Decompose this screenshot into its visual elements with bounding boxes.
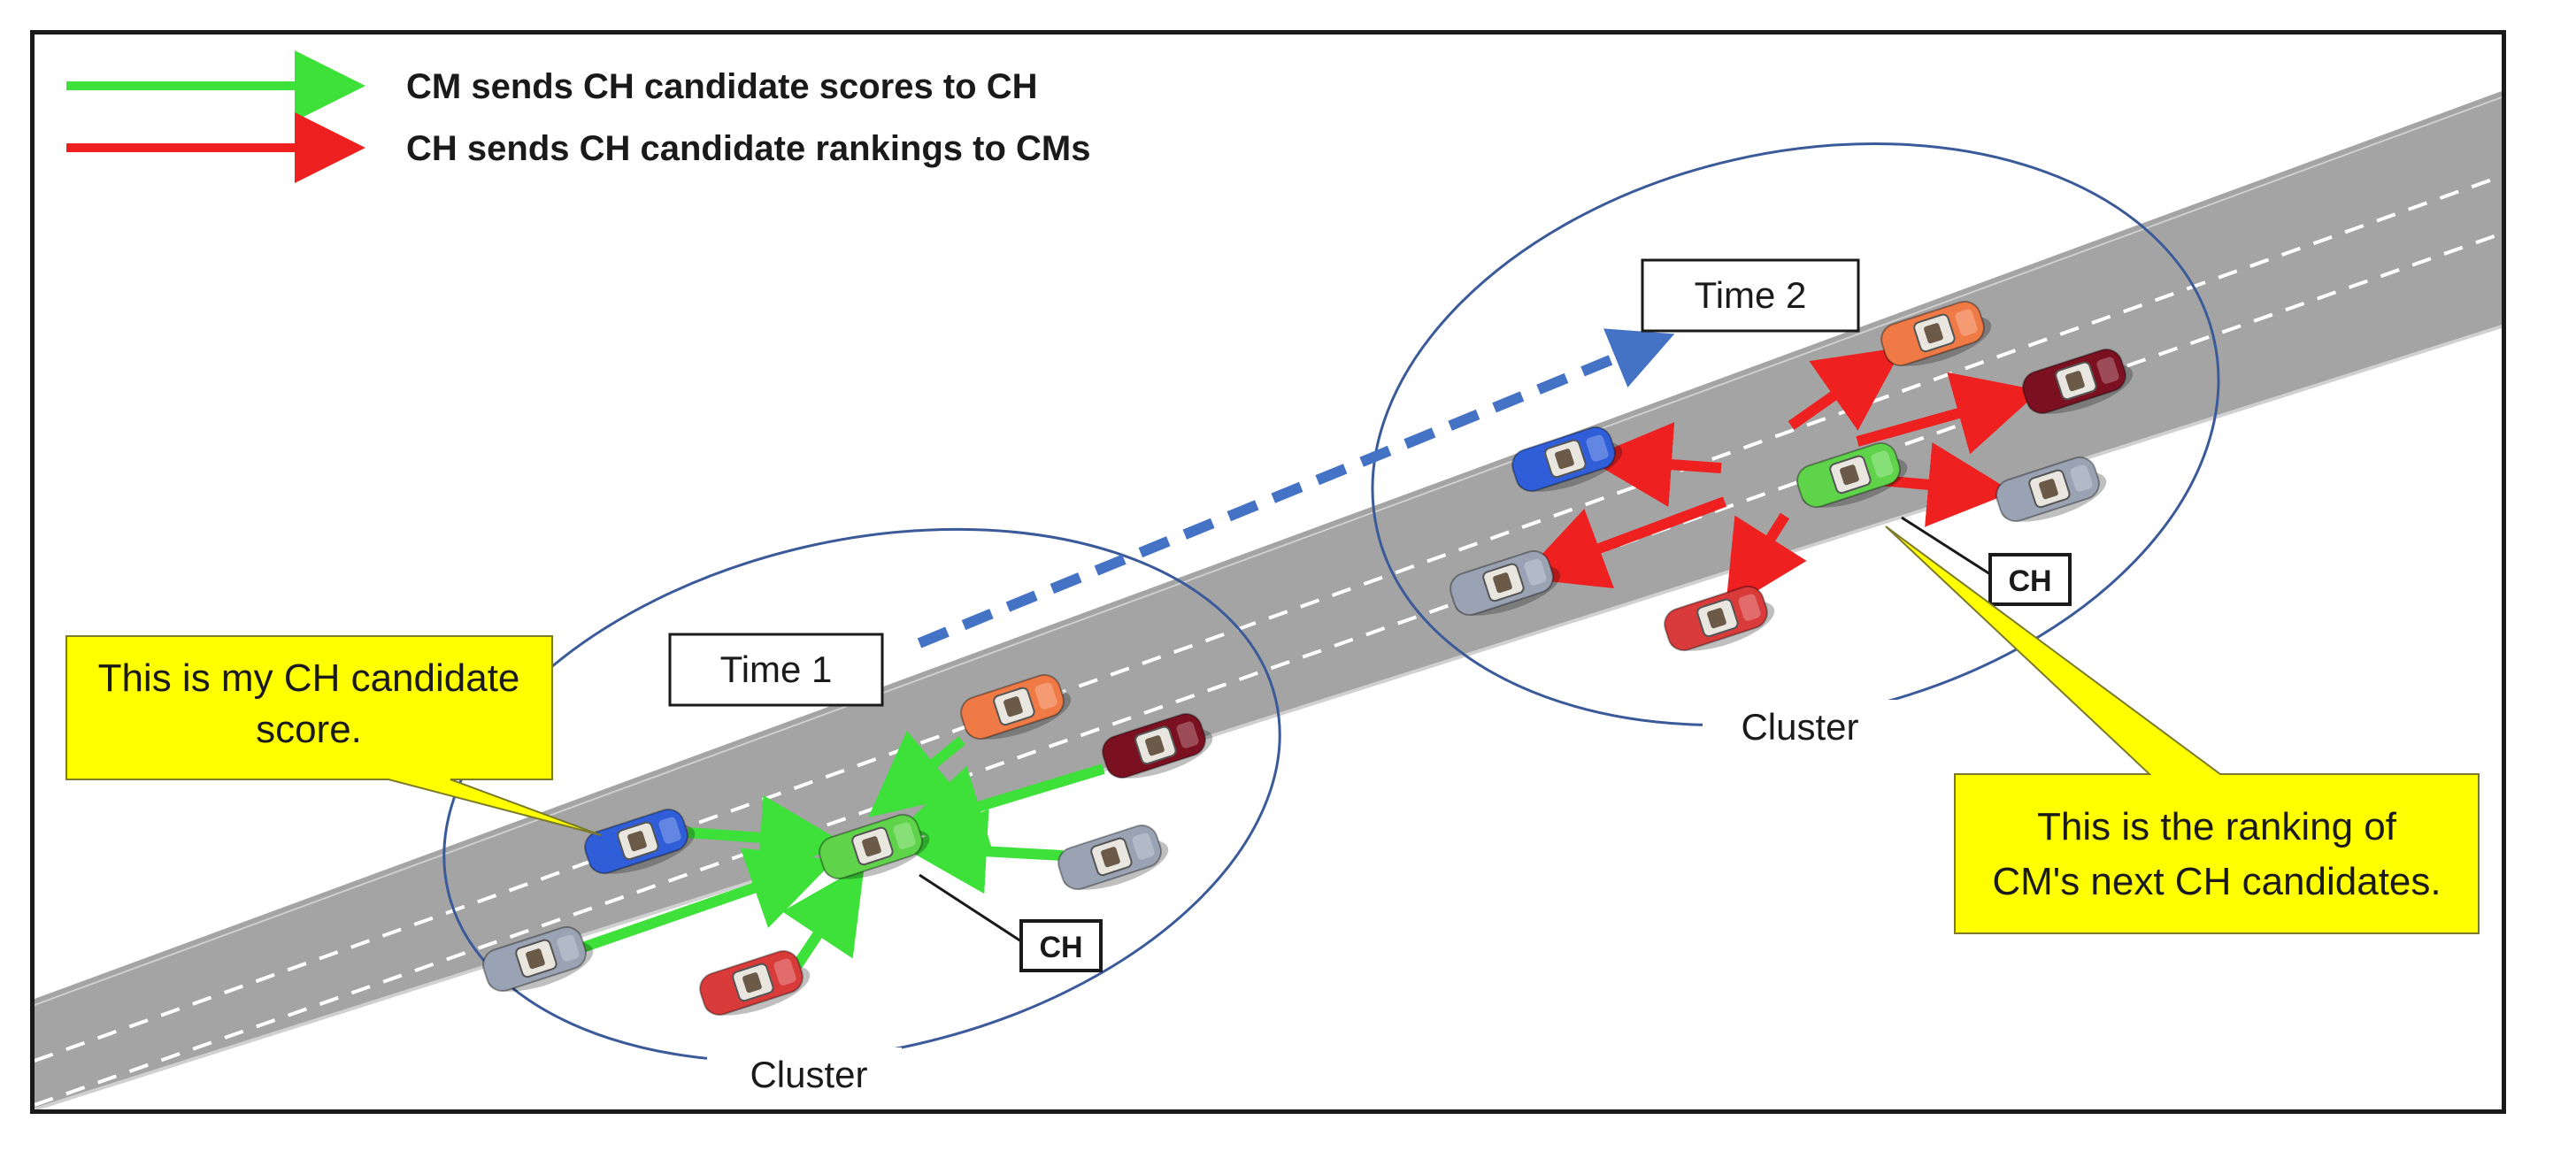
score-arrow-gray-car (565, 848, 835, 958)
car-maroon-t2-icon (2022, 348, 2134, 415)
cluster-label-gap-1 (707, 1047, 902, 1101)
car-silver-t1-icon (1057, 824, 1169, 891)
time1-box: Time 1 (668, 633, 884, 707)
ch1-pointer (919, 873, 1022, 943)
score-arrow-silver-car (902, 809, 1064, 894)
car-blue-t2-icon (1511, 426, 1623, 493)
road-surface (35, 91, 2502, 1109)
ch1-label: CH (1039, 931, 1082, 964)
callout-right-line2: CM's next CH candidates. (1992, 860, 2441, 903)
cluster-ellipse-time1 (442, 527, 1281, 1063)
ch1-box: CH (1019, 919, 1103, 972)
time2-box: Time 2 (1641, 258, 1860, 333)
callout-left-line1: This is my CH candidate (98, 656, 520, 700)
callout-right-line1: This is the ranking of (2037, 805, 2397, 848)
time1-label: Time 1 (720, 648, 833, 690)
time2-label: Time 2 (1695, 274, 1807, 316)
ranking-arrow-orange-car (1788, 347, 1903, 431)
time2-frame (1641, 258, 1860, 333)
car-orange-t1-icon (960, 673, 1072, 740)
ch2-frame (1988, 553, 2072, 606)
vehicles (482, 300, 2134, 1017)
score-arrows (565, 730, 1105, 969)
legend-red-label: CH sends CH candidate rankings to CMs (406, 129, 1090, 168)
ranking-arrow-maroon-car (1856, 372, 2041, 455)
car-maroon-t1-icon (1102, 712, 1213, 779)
score-arrow-blue-car (687, 794, 845, 880)
transition-arrow (917, 328, 1675, 648)
ch2-label: CH (2008, 564, 2051, 598)
car-blue-t1-icon (584, 808, 696, 875)
ranking-arrow-blue-car (1587, 422, 1722, 508)
cluster-label-gap-2 (1703, 700, 1897, 755)
legend-green-label: CM sends CH candidate scores to CH (406, 67, 1038, 106)
callout-left-line2: score. (256, 708, 362, 751)
car-gray-t2-icon (1449, 549, 1561, 617)
callout-left: This is my CH candidate score. (65, 635, 602, 836)
ch1-frame (1019, 919, 1103, 972)
score-arrow-red-car (781, 864, 865, 969)
ch2-pointer (1901, 516, 1991, 576)
road-edge-top (35, 96, 2502, 1006)
car-orange-t2-icon (1880, 300, 1992, 367)
ranking-arrow-gray-car (1519, 496, 1727, 588)
diagram-frame: CM sends CH candidate scores to CH CH se… (30, 30, 2506, 1114)
road (35, 91, 2502, 1109)
car-red-t2-icon (1664, 585, 1775, 652)
car-silver-t2-icon (1995, 456, 2107, 523)
legend: CM sends CH candidate scores to CH CH se… (66, 50, 1090, 183)
ranking-arrow-red-car (1725, 512, 1807, 610)
callout-left-shape (65, 635, 602, 836)
road-edge-bottom (35, 325, 2502, 1109)
callout-right-shape (1885, 526, 2480, 934)
cluster-label-time2: Cluster (1741, 706, 1858, 748)
diagram-canvas: CM sends CH candidate scores to CH CH se… (35, 50, 2502, 1109)
cluster-label-time1: Cluster (750, 1054, 867, 1095)
ch2-box: CH (1988, 553, 2072, 606)
car-red-t1-icon (699, 949, 811, 1017)
callout-right: This is the ranking of CM's next CH cand… (1885, 526, 2480, 934)
car-gray-t1-icon (482, 925, 594, 993)
ranking-arrows (1519, 347, 2041, 610)
time1-frame (668, 633, 884, 707)
car-green-ch-t2-icon (1796, 441, 1908, 509)
car-green-ch-t1-icon (819, 813, 930, 880)
